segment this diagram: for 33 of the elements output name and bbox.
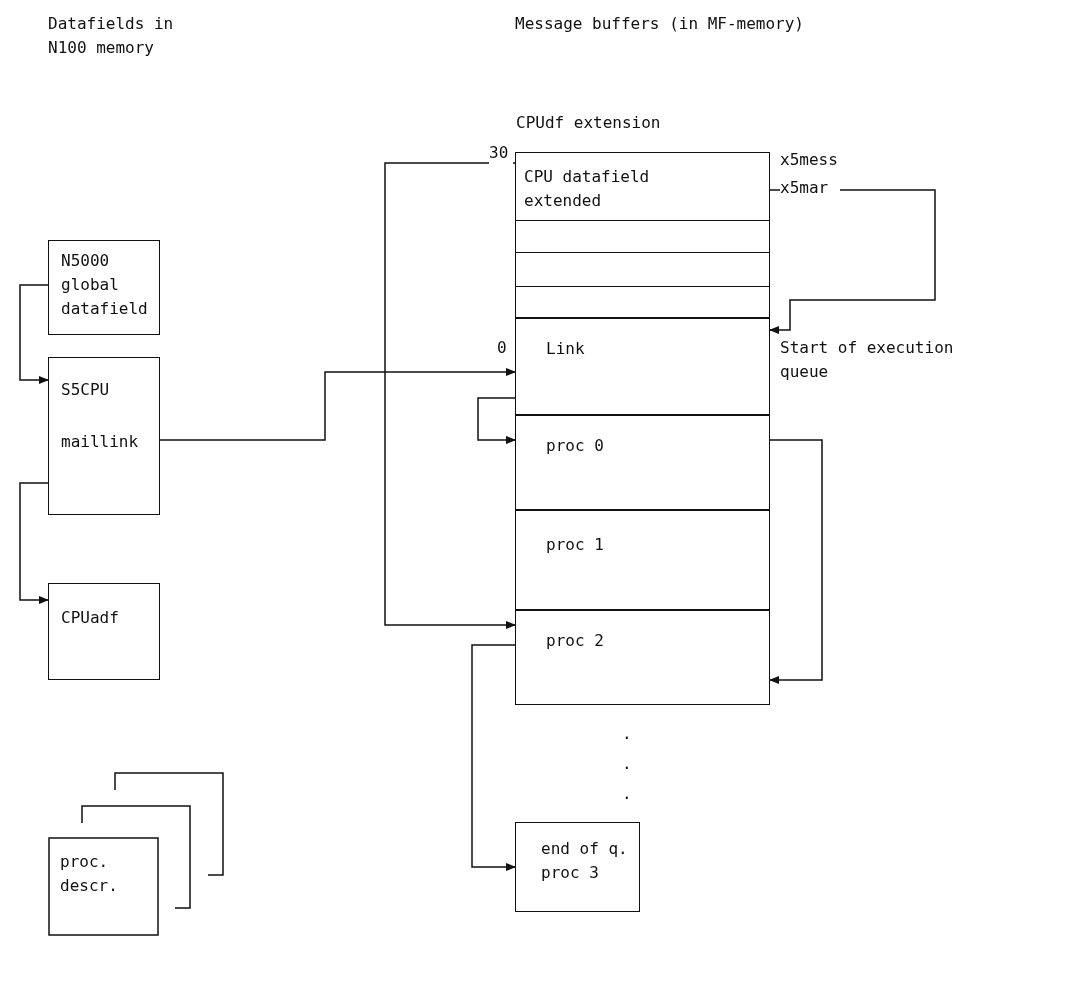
box-label: S5CPU: [61, 379, 111, 401]
memory-box: [48, 357, 160, 515]
buffer-slot: [515, 610, 770, 705]
box-label: Link: [546, 338, 586, 360]
memory-box: [48, 240, 160, 335]
column-heading: Message buffers (in MF-memory): [515, 13, 805, 35]
column-heading: Datafields in N100 memory: [48, 13, 175, 59]
box-label: proc 1: [546, 534, 605, 556]
buffer-slot: [515, 510, 770, 610]
box-label: proc. descr.: [60, 851, 119, 897]
ellipsis-dot: .: [622, 723, 632, 745]
box-label: maillink: [61, 431, 140, 453]
arrow: [769, 439, 823, 684]
memory-box: [48, 583, 160, 680]
arrow: [384, 162, 516, 629]
column-heading: CPUdf extension: [516, 112, 662, 134]
stacked-cards: [48, 772, 224, 936]
box-label: end of q. proc 3: [541, 838, 629, 884]
buffer-slot: [515, 822, 640, 912]
buffer-slot: [515, 318, 770, 415]
box-label: CPU datafield extended: [524, 166, 651, 212]
ellipsis-dot: .: [622, 753, 632, 775]
arrow: [19, 482, 49, 604]
box-label: N5000 global datafield: [61, 250, 149, 320]
box-label: proc 0: [546, 435, 605, 457]
box-label: CPUadf: [61, 607, 120, 629]
ellipsis-dot: .: [622, 783, 632, 805]
arrow: [19, 284, 49, 384]
buffer-slot: [515, 415, 770, 510]
arrow: [159, 368, 516, 441]
arrow: [471, 644, 516, 871]
box-label: proc 2: [546, 630, 605, 652]
arrow: [477, 397, 516, 444]
